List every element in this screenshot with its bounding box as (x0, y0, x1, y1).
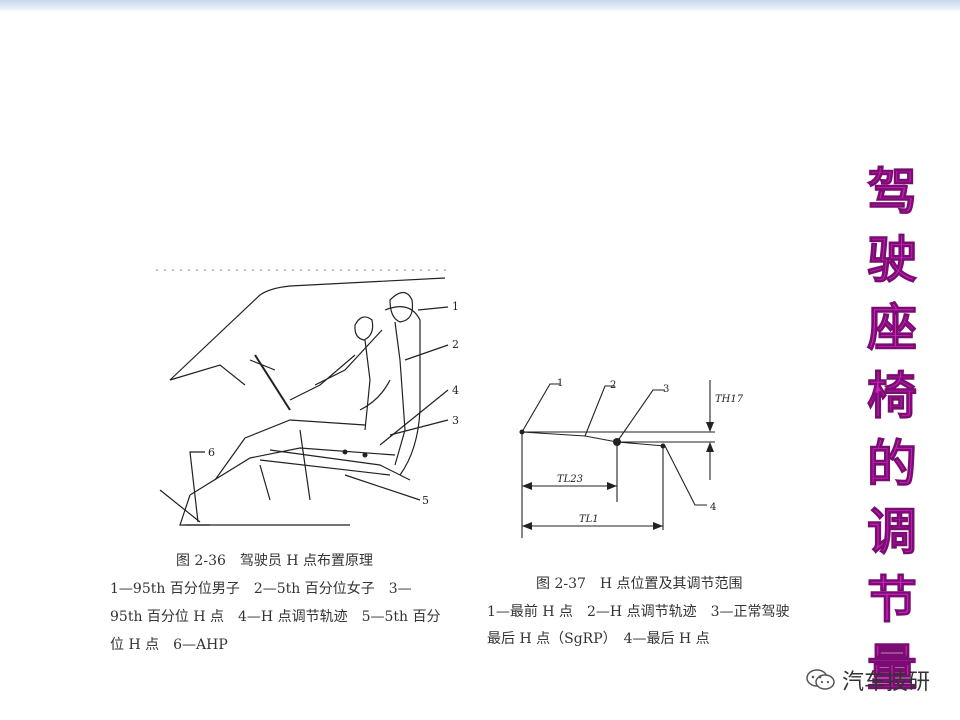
title-char-1: 驾 (867, 163, 918, 222)
dim-th17: TH17 (715, 394, 744, 405)
figure-right-caption-line-2: 最后 H 点（SgRP） 4—最后 H 点 (487, 631, 710, 647)
figure-right-caption-title: 图 2-37 H 点位置及其调节范围 (536, 576, 743, 592)
wechat-icon (806, 669, 835, 690)
figure-left-caption-line-2: 95th 百分位 H 点 4—H 点调节轨迹 5—5th 百分 (110, 609, 441, 625)
fig-left-label-1: 1 (452, 300, 459, 313)
fig-left-label-4: 4 (452, 384, 459, 397)
fig-right-label-2: 2 (610, 380, 616, 391)
dim-tl1: TL1 (579, 514, 599, 525)
figure-right-caption-line-1: 1—最前 H 点 2—H 点调节轨迹 3—正常驾驶 (487, 604, 790, 620)
figure-h-point-range: 1 2 3 4 TH17 TL23 TL1 (519, 378, 744, 538)
fig-right-label-4: 4 (710, 502, 716, 513)
dim-tl23: TL23 (557, 474, 583, 485)
fig-left-label-6: 6 (208, 446, 215, 459)
figure-left-caption-title: 图 2-36 驾驶员 H 点布置原理 (176, 553, 374, 569)
title-char-7: 节 (867, 571, 918, 630)
fig-right-label-1: 1 (557, 378, 563, 389)
title-char-3: 座 (867, 299, 918, 358)
watermark-text: 汽车技研 (841, 670, 930, 695)
watermark: 汽车技研 (806, 664, 930, 696)
figure-left-caption-line-1: 1—95th 百分位男子 2—5th 百分位女子 3— (110, 581, 412, 597)
title-char-6: 调 (867, 503, 918, 562)
fig-right-label-3: 3 (663, 384, 669, 395)
fig-left-label-2: 2 (452, 338, 459, 351)
title-char-4: 椅 (867, 367, 918, 426)
slide-title-vertical: 驾 驶 座 椅 的 调 节 量 (852, 158, 932, 702)
fig-left-label-3: 3 (452, 414, 459, 427)
figure-left-caption-line-3: 位 H 点 6—AHP (110, 637, 228, 653)
top-banner (0, 0, 960, 12)
figure-driver-h-point: 1 2 4 3 5 6 (150, 269, 459, 526)
title-char-2: 驶 (867, 231, 918, 290)
title-char-5: 的 (867, 435, 918, 494)
title-char-8: 量 (867, 639, 918, 698)
fig-left-label-5: 5 (422, 494, 429, 507)
